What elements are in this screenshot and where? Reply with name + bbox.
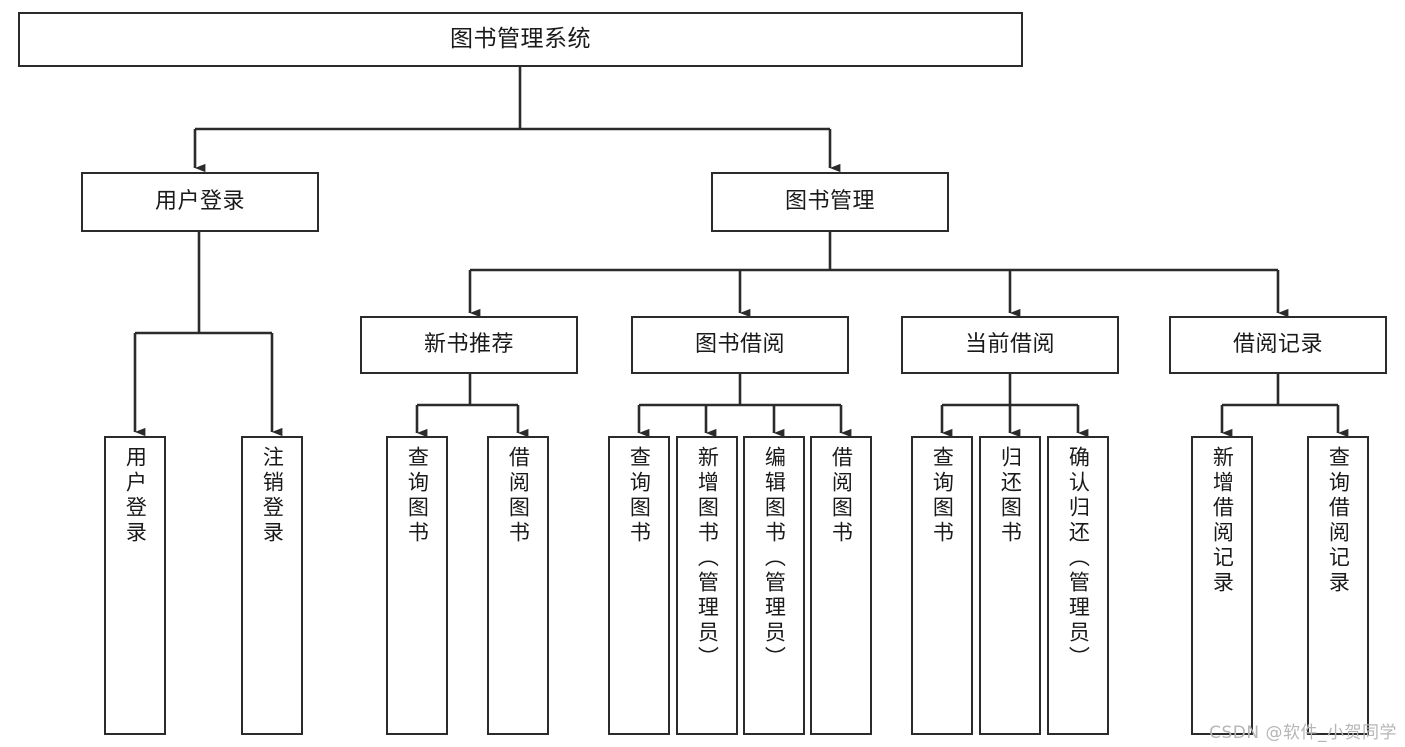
node-borrow-record[interactable]: 借阅记录 xyxy=(1169,316,1387,374)
node-label: 图书管理 xyxy=(784,189,875,215)
node-label: 新增借阅记录 xyxy=(1210,446,1235,596)
node-label: 借阅图书 xyxy=(506,446,531,546)
node-leaf-add-record[interactable]: 新增借阅记录 xyxy=(1191,436,1253,735)
node-label: 用户登录 xyxy=(154,189,245,215)
node-leaf-borrow-book-1[interactable]: 借阅图书 xyxy=(487,436,549,735)
node-leaf-query-book-2[interactable]: 查询图书 xyxy=(608,436,670,735)
node-label: 借阅图书 xyxy=(829,446,854,546)
node-user-login[interactable]: 用户登录 xyxy=(81,172,319,232)
node-label: 图书管理系统 xyxy=(450,25,591,52)
node-leaf-return-book[interactable]: 归还图书 xyxy=(979,436,1041,735)
csdn-watermark: CSDN @软件_小贺同学 xyxy=(1209,723,1397,743)
node-leaf-edit-book[interactable]: 编辑图书（管理员） xyxy=(743,436,805,735)
node-leaf-query-book-3[interactable]: 查询图书 xyxy=(911,436,973,735)
node-leaf-borrow-book-2[interactable]: 借阅图书 xyxy=(810,436,872,735)
node-label: 查询图书 xyxy=(930,446,955,546)
node-label: 注销登录 xyxy=(260,446,285,546)
node-label: 确认归还（管理员） xyxy=(1066,446,1091,671)
node-book-management[interactable]: 图书管理 xyxy=(711,172,949,232)
node-label: 当前借阅 xyxy=(964,332,1055,358)
node-book-borrow[interactable]: 图书借阅 xyxy=(631,316,849,374)
node-label: 归还图书 xyxy=(998,446,1023,546)
node-label: 新书推荐 xyxy=(423,332,514,358)
node-label: 查询图书 xyxy=(627,446,652,546)
node-book-management-system[interactable]: 图书管理系统 xyxy=(18,12,1023,67)
node-leaf-query-record[interactable]: 查询借阅记录 xyxy=(1307,436,1369,735)
node-label: 查询借阅记录 xyxy=(1326,446,1351,596)
node-label: 新增图书（管理员） xyxy=(695,446,720,671)
node-new-book-recommend[interactable]: 新书推荐 xyxy=(360,316,578,374)
node-label: 查询图书 xyxy=(405,446,430,546)
node-current-borrow[interactable]: 当前借阅 xyxy=(901,316,1119,374)
node-leaf-add-book[interactable]: 新增图书（管理员） xyxy=(676,436,738,735)
node-label: 借阅记录 xyxy=(1232,332,1323,358)
node-leaf-confirm-return[interactable]: 确认归还（管理员） xyxy=(1047,436,1109,735)
node-label: 图书借阅 xyxy=(694,332,785,358)
node-leaf-logout-login[interactable]: 注销登录 xyxy=(241,436,303,735)
node-label: 用户登录 xyxy=(123,446,148,546)
node-leaf-user-login[interactable]: 用户登录 xyxy=(104,436,166,735)
node-label: 编辑图书（管理员） xyxy=(762,446,787,671)
node-leaf-query-book-1[interactable]: 查询图书 xyxy=(386,436,448,735)
